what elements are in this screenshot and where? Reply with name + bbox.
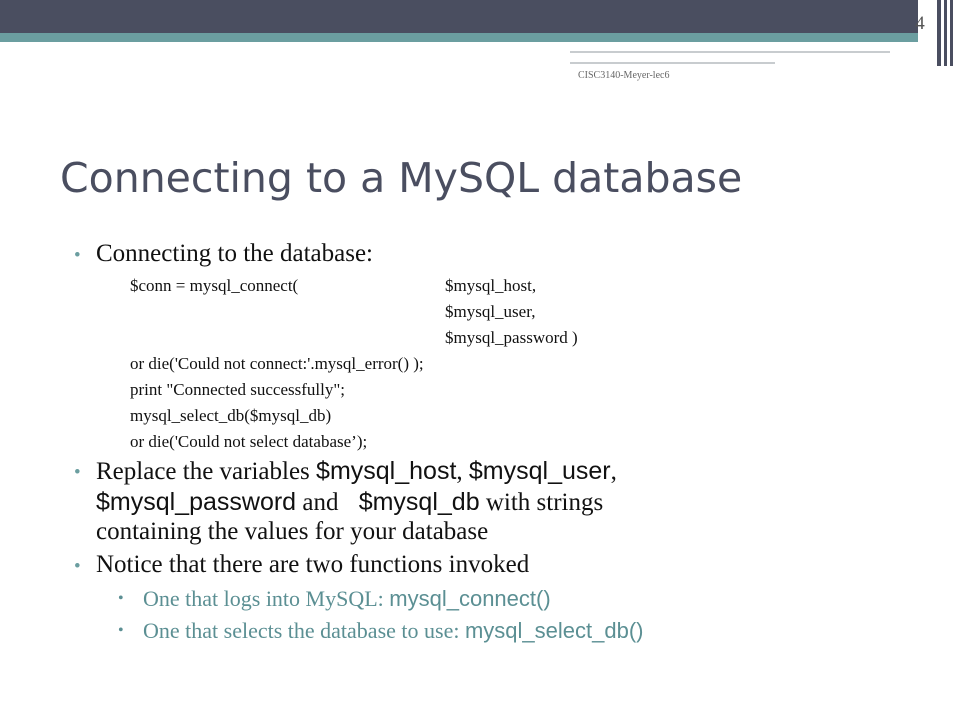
bullet-dot: • [74, 245, 81, 266]
code-line: print "Connected successfully"; [130, 380, 345, 399]
decor-vertical-bar [950, 0, 953, 66]
decor-rule [570, 62, 775, 64]
bullet-text: containing the values for your database [96, 518, 489, 545]
bullet-text: Connecting to the database: [96, 240, 374, 267]
slide-title: Connecting to a MySQL database [60, 154, 743, 202]
subbullet-dot: • [118, 590, 124, 607]
decor-vertical-bar [937, 0, 941, 66]
subbullet-text: One that logs into MySQL: mysql_connect(… [143, 586, 551, 611]
course-tag: CISC3140-Meyer-lec6 [578, 70, 670, 81]
bullet-text: $mysql_password and $mysql_db with strin… [96, 488, 604, 516]
code-line: $mysql_user, [445, 302, 536, 321]
code-line: $mysql_password ) [445, 328, 578, 347]
code-line: $conn = mysql_connect( [130, 276, 299, 295]
bullet-text: Replace the variables $mysql_host, $mysq… [96, 457, 617, 485]
header-bar [0, 0, 918, 33]
slide-number: 4 [915, 13, 925, 34]
subbullet-text: One that selects the database to use: my… [143, 618, 644, 643]
code-line: or die('Could not select database’); [130, 432, 368, 451]
code-line: $mysql_host, [445, 276, 537, 295]
bullet-dot: • [74, 556, 81, 577]
bullet-text: Notice that there are two functions invo… [96, 551, 530, 578]
bullet-dot: • [74, 462, 81, 483]
code-line: or die('Could not connect:'.mysql_error(… [130, 354, 424, 373]
decor-vertical-bar [944, 0, 947, 66]
decor-rule [570, 51, 890, 53]
subbullet-dot: • [118, 622, 124, 639]
code-line: mysql_select_db($mysql_db) [130, 406, 332, 425]
accent-stripe [0, 33, 918, 42]
